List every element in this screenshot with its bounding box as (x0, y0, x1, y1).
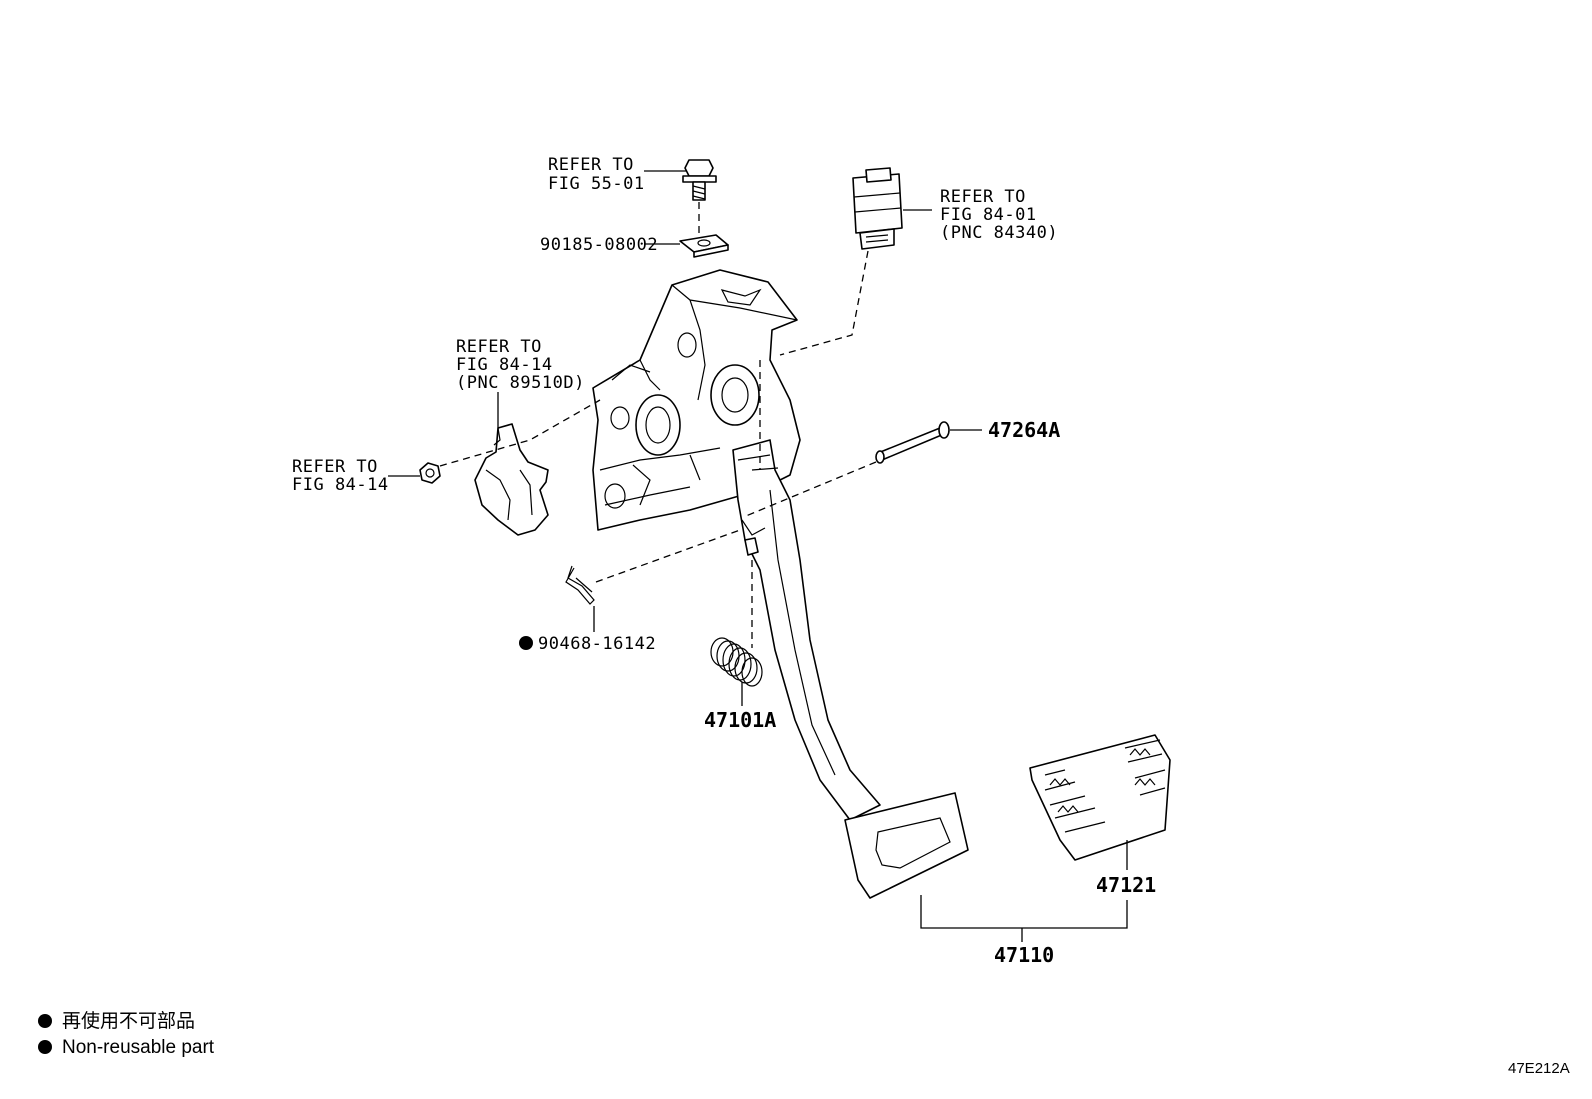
part-number-pad: 47121 (1096, 873, 1156, 897)
ref-fig-84-14-pnc-line1: REFER TO (456, 337, 542, 357)
rubber-pad-part (1029, 734, 1171, 861)
stroke-sensor-part (474, 423, 549, 536)
clip-nut-part (679, 234, 729, 258)
legend-en: Non-reusable part (62, 1037, 215, 1058)
part-number-cotter-pin: 90468-16142 (538, 634, 656, 654)
stop-lamp-switch-part (852, 167, 903, 250)
figure-code: 47E212A (1508, 1060, 1570, 1077)
part-number-pin: 47264A (988, 418, 1060, 442)
ref-fig-55-01-line1: REFER TO (548, 155, 634, 175)
legend-bullet-icon (38, 1040, 52, 1054)
sensor-nut-part (419, 462, 441, 484)
pedal-pin-part (875, 421, 950, 464)
part-number-clip-nut: 90185-08002 (540, 235, 658, 255)
ref-fig-84-14-line1: REFER TO (292, 457, 378, 477)
ref-fig-84-14-pnc-line2: FIG 84-14 (456, 355, 553, 375)
part-number-pedal-assy: 47110 (994, 943, 1054, 967)
pedal-pad-plate-part (844, 792, 969, 899)
cotter-pin-part (565, 565, 595, 605)
ref-fig-55-01-line2: FIG 55-01 (548, 174, 645, 194)
non-reusable-marker-icon (519, 636, 533, 650)
bolt-part (682, 159, 717, 201)
legend-bullet-icon (38, 1014, 52, 1028)
ref-fig-84-01-line2: FIG 84-01 (940, 205, 1037, 225)
legend-jp: 再使用不可部品 (62, 1010, 195, 1032)
part-number-spring: 47101A (704, 708, 776, 732)
return-spring-part (710, 637, 763, 687)
ref-fig-84-14-pnc-line3: (PNC 89510D) (456, 373, 585, 393)
ref-fig-84-01-line1: REFER TO (940, 187, 1026, 207)
brake-pedal-lever-part (732, 439, 881, 821)
ref-fig-84-14-line2: FIG 84-14 (292, 475, 389, 495)
ref-fig-84-01-line3: (PNC 84340) (940, 223, 1058, 243)
